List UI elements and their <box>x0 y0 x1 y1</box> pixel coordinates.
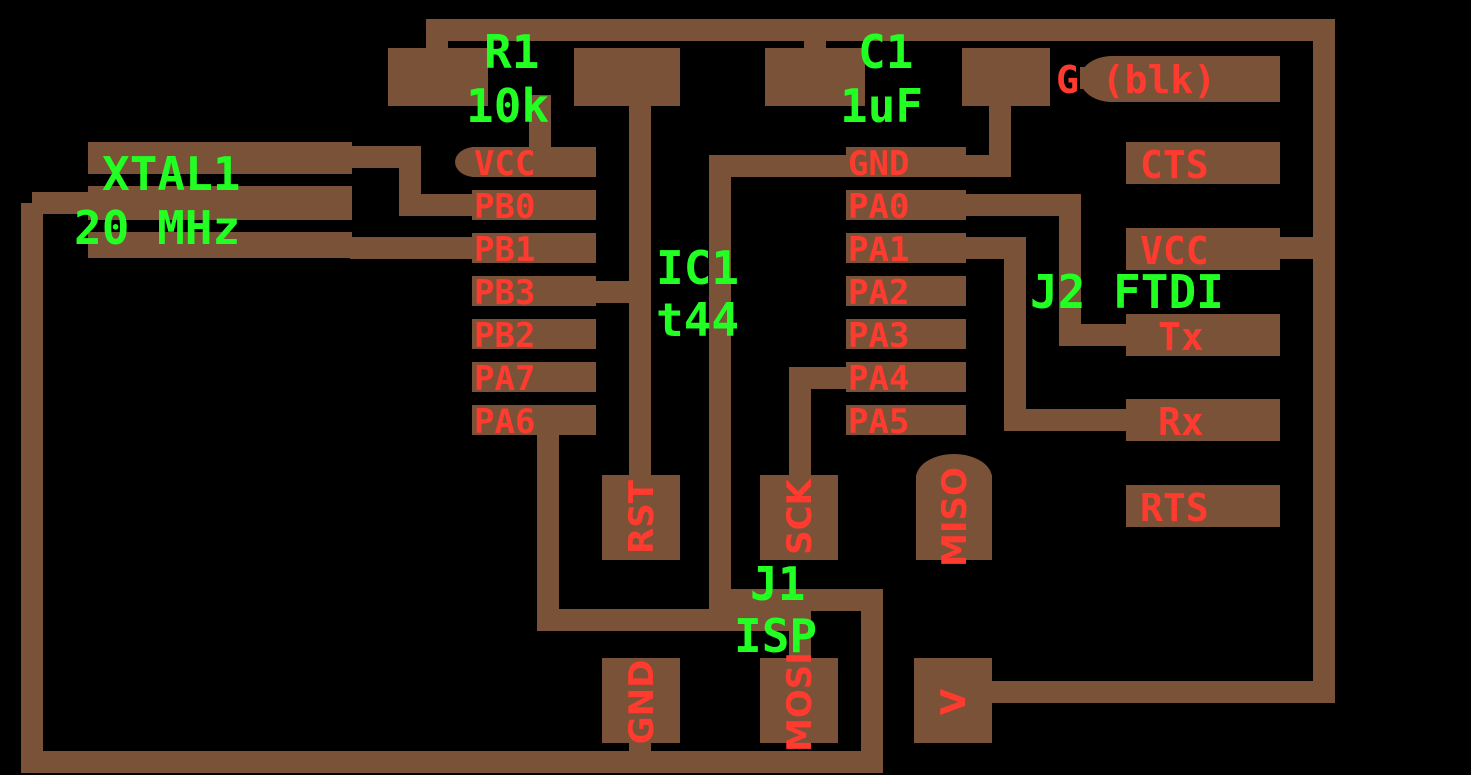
ic1-pin-pa2: PA2 <box>848 273 909 313</box>
trace-vcc-rail <box>426 19 1335 703</box>
xtal-value: 20 MHz <box>74 201 240 255</box>
isp-pads <box>602 454 992 743</box>
ic1-pin-pb0: PB0 <box>474 187 535 227</box>
pad-isp-mosi <box>760 658 838 743</box>
isp-pin-miso: MISO <box>935 467 975 567</box>
ftdi-pin-gnd: G (blk) <box>1056 58 1216 102</box>
pad-r1-1 <box>388 48 488 106</box>
j1-name: J1 <box>750 557 805 611</box>
isp-pin-gnd: GND <box>622 660 662 745</box>
pad-xtal-3 <box>88 232 352 258</box>
ftdi-pads <box>1080 56 1280 527</box>
ic1-value: t44 <box>656 293 739 347</box>
j1-value: ISP <box>734 609 817 663</box>
isp-pin-rst: RST <box>622 479 662 554</box>
ic1-pin-pa3: PA3 <box>848 316 909 356</box>
trace-xtal-pb0 <box>350 146 475 216</box>
trace-sck <box>789 367 848 480</box>
ic1-name: IC1 <box>656 241 739 295</box>
ic1-pin-labels: VCC PB0 PB1 PB3 PB2 PA7 PA6 GND PA0 PA1 … <box>474 144 909 442</box>
r1-value: 10k <box>466 79 549 133</box>
pad-isp-vcc <box>914 658 992 743</box>
isp-pin-labels: RST SCK MISO GND MOSI V <box>622 467 975 752</box>
ic1-pin-pa6: PA6 <box>474 402 535 442</box>
trace-pa0-tx <box>960 194 1128 346</box>
ic1-pin-pa4: PA4 <box>848 359 909 399</box>
ic1-pin-vcc: VCC <box>474 144 535 184</box>
ftdi-pin-rts: RTS <box>1140 486 1209 530</box>
pad-isp-miso-round <box>916 454 992 502</box>
isp-pin-sck: SCK <box>780 477 820 554</box>
ftdi-pin-cts: CTS <box>1140 143 1209 187</box>
trace-c1-gnd <box>960 95 1011 177</box>
isp-pin-mosi: MOSI <box>780 652 820 752</box>
ftdi-pin-rx: Rx <box>1158 400 1204 444</box>
xtal-name: XTAL1 <box>102 147 240 201</box>
pad-r1-2 <box>574 48 680 106</box>
ftdi-pin-vcc: VCC <box>1140 229 1209 273</box>
trace-mosi <box>537 420 811 670</box>
trace-gnd-loop <box>21 155 883 773</box>
pad-isp-rst <box>602 475 680 560</box>
ic1-right-pads <box>846 147 966 435</box>
c1-name: C1 <box>858 25 913 79</box>
pad-isp-gnd <box>602 658 680 743</box>
j2-name: J2 FTDI <box>1030 265 1224 319</box>
r1-name: R1 <box>484 25 539 79</box>
pad-c1-1 <box>765 48 865 106</box>
ic1-pin-pb1: PB1 <box>474 230 535 270</box>
ic1-pin-pa0: PA0 <box>848 187 909 227</box>
ic1-pin-pa1: PA1 <box>848 230 909 270</box>
ftdi-pin-tx: Tx <box>1158 315 1204 359</box>
isp-pin-vcc: V <box>934 688 974 715</box>
pad-c1-2 <box>962 48 1050 106</box>
pad-isp-sck <box>760 475 838 560</box>
ftdi-pin-labels: G (blk) CTS VCC Tx Rx RTS <box>1056 58 1216 530</box>
ic1-left-pads <box>455 147 596 435</box>
ic1-pin-pb3: PB3 <box>474 273 535 313</box>
trace-pa1-rx <box>960 237 1128 431</box>
copper-pads <box>88 48 1280 743</box>
ic1-pin-pa7: PA7 <box>474 359 535 399</box>
pad-xtal-1 <box>88 142 352 174</box>
ic1-pin-pb2: PB2 <box>474 316 535 356</box>
component-labels: R1 10k C1 1uF XTAL1 20 MHz IC1 t44 J2 FT… <box>74 25 1224 663</box>
c1-value: 1uF <box>840 79 923 133</box>
ic1-pin-pa5: PA5 <box>848 402 909 442</box>
pad-xtal-2 <box>88 186 352 220</box>
ic1-pin-gnd: GND <box>848 144 909 184</box>
